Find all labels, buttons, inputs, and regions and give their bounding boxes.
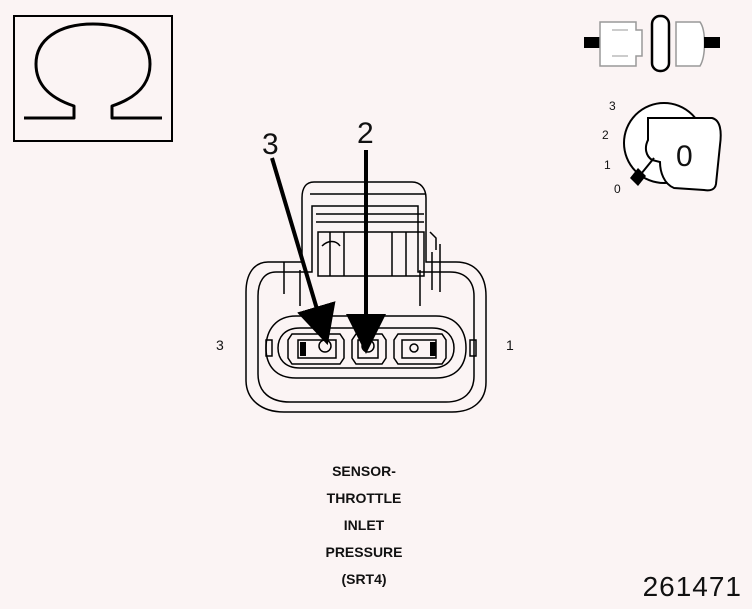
terminal-3	[287, 333, 345, 365]
caption-line: SENSOR-	[332, 463, 396, 479]
ignition-position-2: 2	[602, 128, 609, 142]
terminal-1	[393, 333, 447, 365]
caption-line: PRESSURE	[325, 544, 403, 560]
terminal-2	[351, 333, 387, 365]
ignition-key-setting: 0	[676, 140, 693, 173]
ignition-position-3: 3	[609, 99, 616, 113]
connector-body	[245, 181, 487, 413]
callout-arrow-3	[270, 157, 336, 346]
ignition-position-0: 0	[614, 182, 621, 196]
figure-number: 261471	[642, 571, 742, 602]
caption-line: INLET	[343, 517, 385, 533]
ignition-key-icon	[623, 102, 722, 192]
ignition-position-1: 1	[604, 158, 611, 172]
caption-line: (SRT4)	[341, 571, 387, 587]
ohm-meter-icon	[13, 15, 173, 142]
callout-label-2: 2	[357, 117, 374, 150]
pin-side-label-3: 3	[216, 337, 224, 353]
component-caption: SENSOR- THROTTLE INLET PRESSURE (SRT4)	[264, 458, 464, 593]
pin-side-label-1: 1	[506, 337, 514, 353]
connector-disconnected-icon	[584, 14, 720, 73]
caption-line: THROTTLE	[326, 490, 402, 506]
callout-label-3: 3	[262, 128, 279, 161]
